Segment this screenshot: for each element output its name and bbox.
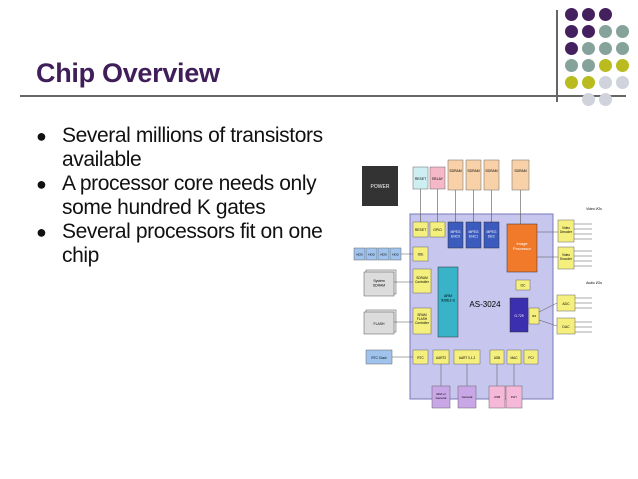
video-encoder-block [557,246,575,270]
power-block [362,166,398,206]
i2c-block [515,279,531,291]
general-label: General [462,395,473,399]
hdd-block-1 [353,247,366,261]
i2s-label: I2S [532,314,537,318]
pci-label: PCI [528,356,533,360]
g729-block [509,297,529,333]
hdd-block-2 [365,247,378,261]
rtc-label: RTC [417,356,424,360]
gpio-label: GPIO [433,228,442,232]
hdd-label-1: HDD [356,253,363,257]
chip-name-label: AS-3024 [469,300,501,309]
sdram-controller-block [412,268,432,294]
adc-label: ADC [562,302,570,306]
usb-device-label: USB [494,395,500,399]
arm-core-block [437,266,459,338]
sdram-label-3: SDRAM [485,169,497,173]
hdd-label-3: HDD [380,253,387,257]
mpeg-enc0-block [447,221,464,249]
sdram-label-2: SDRAM [467,169,479,173]
usb-label: USB [494,356,501,360]
sdram-block-4 [511,159,530,191]
decorative-vertical-rule [556,10,558,102]
uart012-label: UART 0,1,2 [459,356,476,360]
ada-general-block [431,385,451,409]
bullet-list: ●Several millions of transistors availab… [36,124,356,268]
video-decoder-block [557,219,575,243]
sdram-block-1 [447,159,464,191]
bullet-item: ●Several processors fit on one chip [36,220,323,267]
g729-label: G.729 [514,314,523,318]
i2s-block [528,307,540,325]
power-label: POWER [371,184,390,190]
mpeg-enc1-block [465,221,482,249]
decorative-dot-grid [562,8,638,108]
relay-label: RELAY [432,177,444,181]
general-block [457,385,477,409]
hdd-label-4: HDD [392,253,399,257]
gpio-block [429,221,446,238]
dac-label: DAC [562,325,570,329]
sdram-block-2 [465,159,482,191]
audio-io-label: Audio I/Os [586,281,602,285]
mac-label: MAC [510,356,518,360]
image-processor-block [506,223,538,273]
mpeg-dec-block [483,221,500,249]
bullet-icon: ● [36,174,47,194]
flash-label: FLASH [374,322,385,326]
reset-label: RESET [415,177,426,181]
sram-flash-controller-block [412,307,432,335]
slide-title: Chip Overview [36,58,220,88]
hdd-block-3 [377,247,390,261]
usb-device-block [488,385,506,409]
sdram-label-4: SDRAM [514,169,526,173]
reset-in-block [412,221,429,238]
bullet-item: ●Several millions of transistors availab… [36,124,323,171]
bullet-item: ●A processor core needs only some hundre… [36,172,317,219]
reset-in-label: RESET [415,228,426,232]
i2c-label: I2C [521,284,527,288]
video-io-label: Video I/Os [586,207,602,211]
phy-label: PHY [511,395,517,399]
phy-block [505,385,523,409]
title-underline-rule [20,95,626,97]
uart2-label: UART2 [436,356,447,360]
rtc-clock-label: RTC Clock [371,356,387,360]
hdd-label-2: HDD [368,253,375,257]
sdram-block-3 [483,159,500,191]
bullet-icon: ● [36,126,47,146]
bullet-icon: ● [36,222,47,242]
chip-block-diagram: POWER RESET RELAY SDRAM SDRAM SDRAM SDRA… [353,159,602,409]
sdram-label-1: SDRAM [449,169,461,173]
pci-block [523,349,539,365]
ide-label: IDE [418,253,424,257]
